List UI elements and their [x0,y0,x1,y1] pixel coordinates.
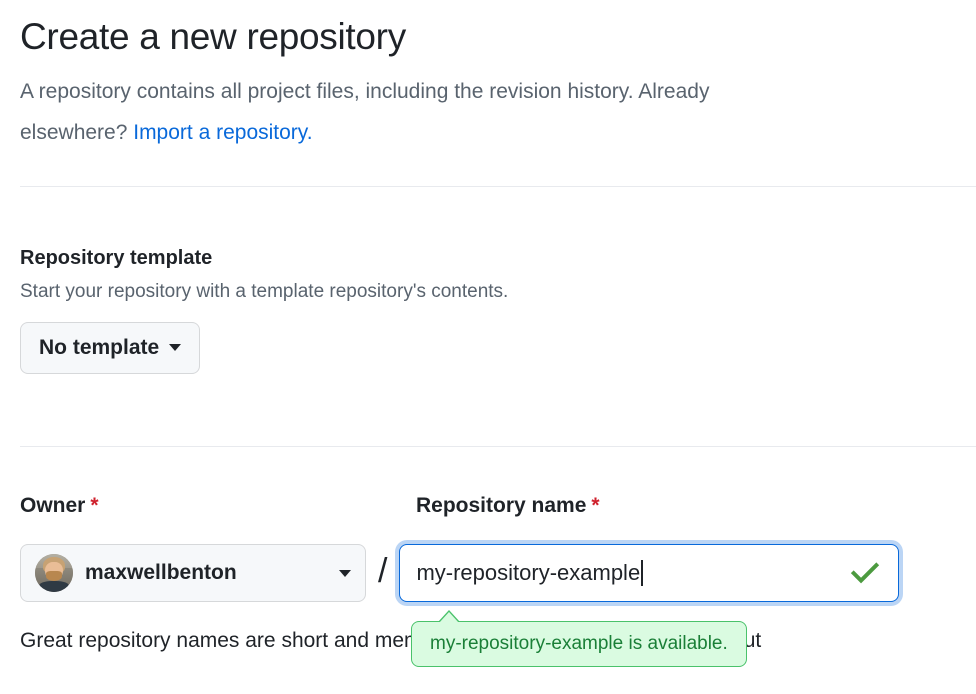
divider-top [20,186,976,187]
text-cursor [641,560,644,586]
repository-name-label: Repository name* [416,494,600,518]
repository-template-heading: Repository template [20,247,213,269]
tooltip-arrow-fill [439,612,459,623]
no-template-dropdown-button[interactable]: No template [20,321,201,374]
import-repository-link[interactable]: Import a repository. [133,120,313,144]
owner-label-text: Owner [20,494,86,517]
path-separator: / [378,552,388,590]
field-labels-row: Owner* Repository name* [20,494,956,524]
no-template-button-label: No template [39,335,160,359]
chevron-down-icon [339,569,351,577]
owner-select-dropdown[interactable]: maxwellbenton [20,544,366,602]
page-title: Create a new repository [20,16,406,57]
repository-name-value: my-repository-example [416,560,641,585]
repository-template-description: Start your repository with a template re… [20,281,509,302]
chevron-down-icon [169,344,182,352]
owner-required-marker: * [90,494,99,517]
repository-name-label-text: Repository name [416,494,587,517]
repository-template-section: Repository template Start your repositor… [20,245,508,374]
owner-name-text: maxwellbenton [85,561,237,584]
repository-name-required-marker: * [591,494,600,517]
check-icon [848,556,882,590]
page-description-line1: A repository contains all project files,… [20,79,710,103]
user-avatar-icon [35,554,73,592]
repository-name-input[interactable]: my-repository-example [399,544,900,602]
page-description-line2: elsewhere? [20,120,134,144]
availability-message: my-repository-example is available. [430,633,728,654]
availability-tooltip: my-repository-example is available. [411,610,747,667]
page-description: A repository contains all project files,… [20,71,956,153]
owner-and-name-row: maxwellbenton / my-repository-example [20,540,900,606]
divider-middle [20,446,976,447]
owner-label: Owner* [20,494,99,518]
